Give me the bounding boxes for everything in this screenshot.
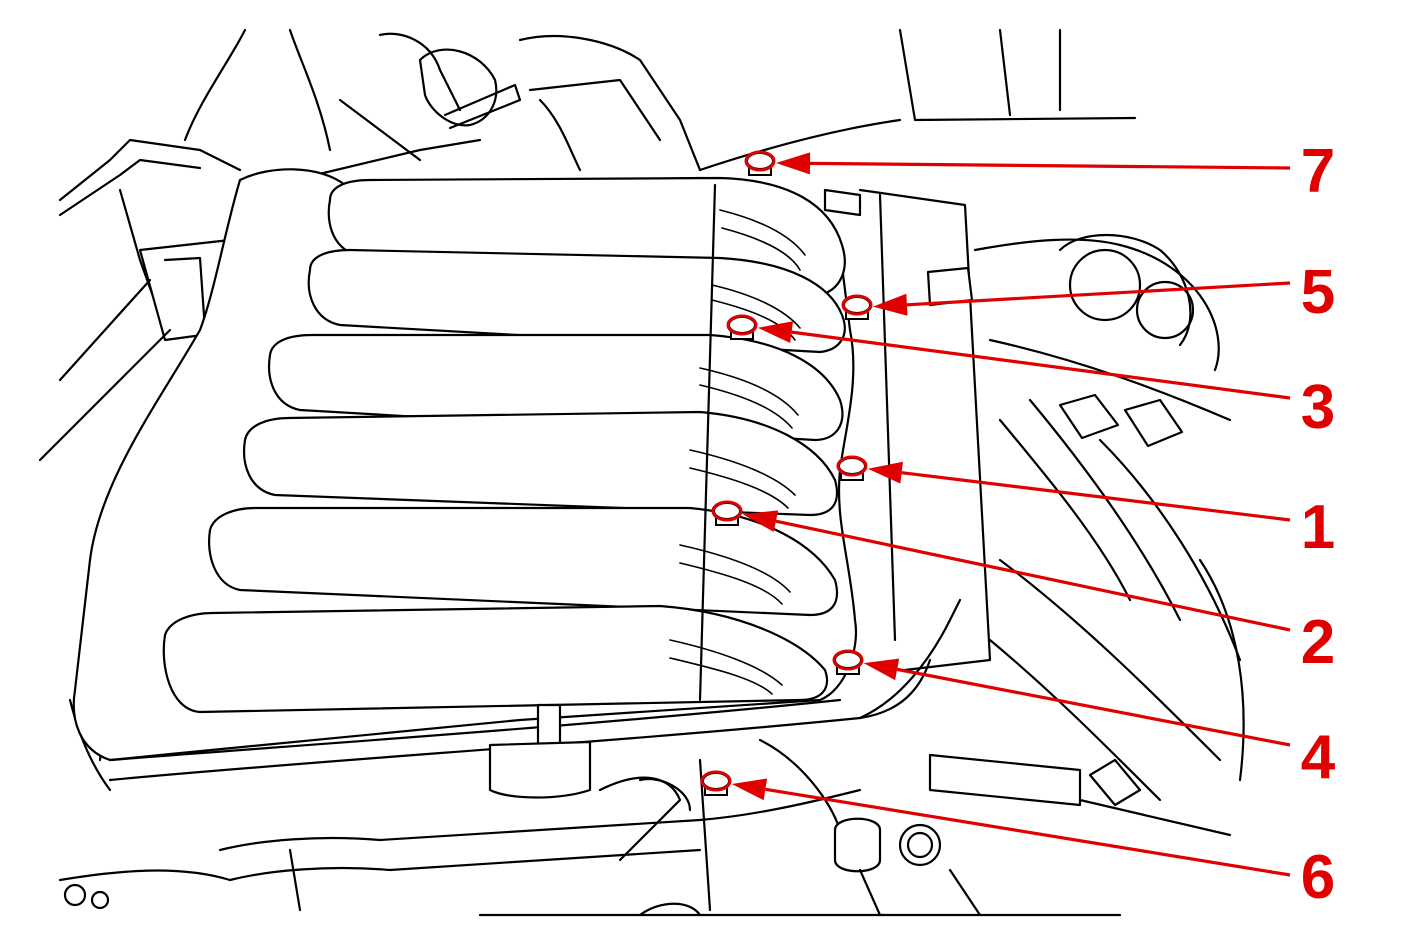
callout-5: 5 bbox=[841, 258, 1335, 327]
callout-7-leader bbox=[809, 161, 1291, 170]
callout-number: 6 bbox=[1301, 843, 1335, 912]
callout-5-leader bbox=[906, 281, 1291, 307]
callout-2-leader bbox=[775, 519, 1291, 632]
callout-number: 7 bbox=[1301, 137, 1335, 206]
bolt-6 bbox=[700, 770, 732, 796]
bolt-4 bbox=[832, 649, 864, 675]
callout-4-leader bbox=[896, 667, 1291, 747]
callout-3: 3 bbox=[726, 314, 1335, 442]
callout-7: 7 bbox=[744, 137, 1335, 206]
callout-6: 6 bbox=[700, 770, 1335, 912]
callout-1-leader bbox=[901, 471, 1291, 522]
callout-3-arrowhead bbox=[757, 321, 793, 344]
callout-number: 2 bbox=[1301, 608, 1335, 677]
bolt-5 bbox=[841, 294, 873, 320]
bolt-1 bbox=[836, 455, 868, 481]
callout-2-arrowhead bbox=[742, 510, 779, 532]
callout-5-arrowhead bbox=[872, 293, 908, 316]
callout-number: 4 bbox=[1301, 723, 1336, 792]
callout-7-arrowhead bbox=[775, 152, 811, 175]
callout-4: 4 bbox=[832, 649, 1336, 792]
callout-1-arrowhead bbox=[867, 461, 903, 484]
callout-number: 1 bbox=[1301, 493, 1335, 562]
callout-number: 5 bbox=[1301, 258, 1335, 327]
callout-2: 2 bbox=[711, 500, 1335, 677]
callout-6-leader bbox=[765, 787, 1291, 877]
callout-number: 3 bbox=[1301, 373, 1335, 442]
bolt-2 bbox=[711, 500, 743, 526]
callout-1: 1 bbox=[836, 455, 1335, 562]
callout-3-leader bbox=[791, 330, 1291, 400]
bolt-3 bbox=[726, 314, 758, 340]
bolt-7 bbox=[744, 150, 776, 176]
callout-4-arrowhead bbox=[863, 658, 900, 681]
engine-line-art bbox=[38, 28, 1245, 917]
callout-6-arrowhead bbox=[731, 778, 768, 801]
callout-layer: 7 5 3 1 2 4 6 bbox=[700, 137, 1336, 912]
